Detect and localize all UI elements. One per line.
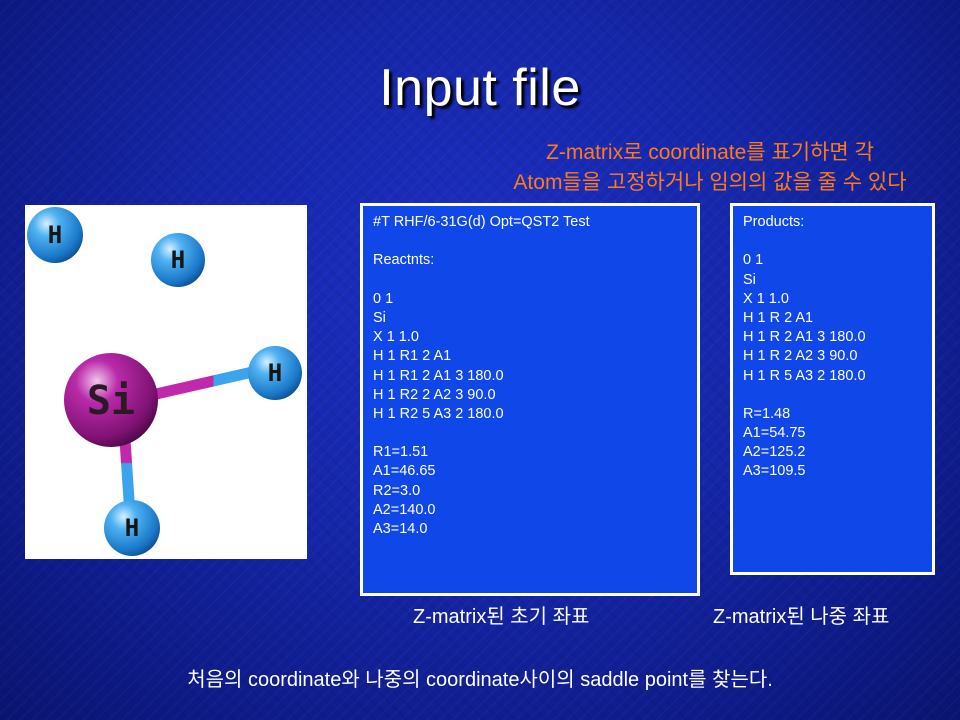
- atom-label: H: [48, 221, 62, 249]
- input-line: 0 1: [373, 290, 394, 307]
- input-line: H 1 R2 2 A2 3 90.0: [373, 386, 496, 403]
- input-line: R2=3.0: [373, 482, 421, 499]
- product-caption: Z-matrix된 나중 좌표: [713, 606, 890, 628]
- slide-title: Input file: [379, 59, 581, 117]
- input-line: A3=14.0: [373, 521, 428, 537]
- reactant-caption: Z-matrix된 초기 좌표: [413, 606, 590, 628]
- input-line: Reactnts:: [373, 252, 435, 269]
- input-line: Products:: [743, 214, 805, 230]
- blank-line: [743, 232, 922, 251]
- atom-label: H: [125, 514, 139, 542]
- input-line: R1=1.51: [373, 444, 429, 461]
- blank-line: [373, 271, 687, 290]
- atom-label: H: [171, 246, 185, 274]
- annotation-line-1: Z-matrix로 coordinate를 표기하면 각: [546, 141, 874, 164]
- input-line: Si: [743, 271, 756, 288]
- atom-label: Si: [87, 378, 135, 424]
- input-line: H 1 R 2 A1: [743, 309, 814, 326]
- annotation-note: Z-matrix로 coordinate를 표기하면 각 Atom들을 고정하거…: [470, 138, 950, 198]
- hydrogen-atom: H: [151, 233, 205, 287]
- annotation-line-2: Atom들을 고정하거나 임의의 값을 줄 수 있다: [513, 171, 907, 194]
- silicon-atom: Si: [64, 353, 158, 447]
- molecule-image: H H H H Si: [25, 205, 307, 559]
- input-line: Si: [373, 309, 386, 326]
- input-line: R=1.48: [743, 405, 791, 422]
- blank-line: [743, 386, 922, 405]
- hydrogen-atom: H: [248, 346, 302, 400]
- atom-label: H: [268, 359, 282, 387]
- blank-line: [373, 232, 687, 251]
- input-line: H 1 R1 2 A1: [373, 348, 452, 365]
- input-line: 0 1: [743, 252, 764, 269]
- input-line: H 1 R 2 A1 3 180.0: [743, 329, 866, 346]
- input-line: H 1 R 5 A3 2 180.0: [743, 367, 866, 384]
- sih4-molecule-diagram: H H H H Si: [27, 207, 302, 556]
- input-line: H 1 R2 5 A3 2 180.0: [373, 405, 504, 422]
- input-line: A2=140.0: [373, 501, 436, 518]
- input-line: A2=125.2: [743, 444, 806, 461]
- input-line: A1=46.65: [373, 463, 436, 480]
- input-line: H 1 R 2 A2 3 90.0: [743, 348, 858, 365]
- product-input-box: Products: 0 1 Si X 1 1.0 H 1 R 2 A1 H 1 …: [730, 203, 935, 575]
- input-line: #T RHF/6-31G(d) Opt=QST2 Test: [373, 214, 590, 230]
- input-line: H 1 R1 2 A1 3 180.0: [373, 367, 504, 384]
- blank-line: [373, 424, 687, 443]
- footer-text: 처음의 coordinate와 나중의 coordinate사이의 saddle…: [187, 669, 773, 691]
- hydrogen-atom: H: [27, 207, 83, 263]
- reactant-input-box: #T RHF/6-31G(d) Opt=QST2 Test Reactnts: …: [360, 203, 700, 596]
- hydrogen-atom: H: [104, 500, 160, 556]
- input-line: X 1 1.0: [743, 290, 789, 307]
- input-line: X 1 1.0: [373, 329, 419, 346]
- input-line: A3=109.5: [743, 463, 806, 480]
- input-line: A1=54.75: [743, 425, 806, 442]
